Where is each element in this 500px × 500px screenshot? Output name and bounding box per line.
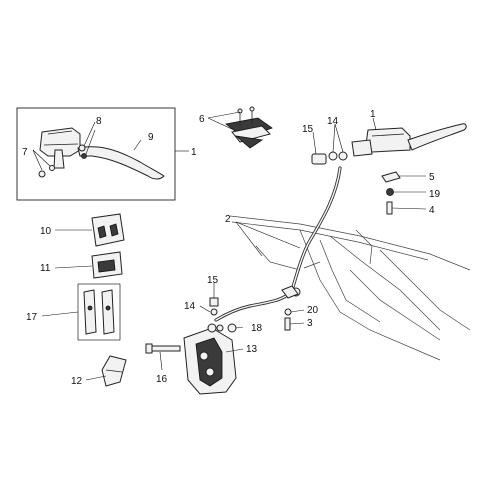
inset-nut (81, 153, 87, 159)
inset-screw (38, 170, 46, 178)
callout-15-bottom: 15 (207, 275, 219, 286)
inset-lever-assembly (16, 107, 176, 201)
callout-4: 4 (429, 205, 435, 216)
caliper-bleed (207, 323, 217, 333)
inset-frame (16, 107, 176, 201)
frame-outline (229, 215, 471, 361)
callout-11: 11 (40, 263, 51, 274)
master-cylinder-reservoir (365, 127, 411, 153)
callout-16: 16 (156, 374, 168, 385)
pad-kit-box (91, 251, 123, 279)
callout-15-top: 15 (302, 124, 314, 135)
switch-screw (386, 201, 393, 215)
callout-14-top: 14 (327, 116, 339, 127)
brake-caliper (183, 323, 237, 395)
front-brake-master-cylinder (311, 123, 467, 165)
inset-brake-lever (77, 146, 165, 180)
callout-19: 19 (429, 189, 441, 200)
callout-7: 7 (22, 147, 28, 158)
callout-20: 20 (307, 305, 319, 316)
inset-clamp (53, 149, 65, 169)
washer-top-b (338, 151, 348, 161)
callout-14-bottom: 14 (184, 301, 196, 312)
pad-spring-kit (91, 213, 125, 247)
washer-18 (227, 323, 237, 333)
callout-1-left: 1 (191, 147, 197, 158)
brake-hose (214, 166, 342, 322)
callout-10: 10 (40, 226, 52, 237)
callout-3: 3 (307, 318, 313, 329)
pad-spring-clip (101, 355, 127, 387)
callout-labels: 1 1 2 3 4 5 6 7 8 9 10 11 12 13 14 14 15… (22, 109, 441, 387)
callout-18: 18 (251, 323, 263, 334)
callout-2: 2 (225, 214, 231, 225)
mirror-bracket-part (225, 106, 273, 149)
master-cylinder-body (351, 139, 373, 157)
inset-master-cylinder (39, 127, 81, 157)
leader-lines (32, 111, 427, 381)
switch-parts (381, 171, 401, 215)
callout-1-right: 1 (370, 109, 376, 120)
callout-13: 13 (246, 344, 258, 355)
callout-8: 8 (96, 116, 102, 127)
washer-20 (284, 308, 292, 316)
switch-bracket (381, 171, 401, 183)
master-cylinder-lever (407, 123, 467, 151)
brake-pads-box (77, 283, 121, 341)
callout-9: 9 (148, 132, 154, 143)
caliper-bolt (149, 345, 181, 352)
switch-nut (386, 188, 394, 196)
callout-12: 12 (71, 376, 83, 387)
banjo-bolt-top (311, 153, 327, 165)
washer-bottom (210, 308, 218, 316)
inset-bolt (78, 144, 86, 152)
callout-17: 17 (26, 312, 38, 323)
banjo-bolt-bottom (209, 297, 219, 307)
callout-6: 6 (199, 114, 205, 125)
screw-3 (284, 317, 291, 331)
washer-top-a (328, 151, 338, 161)
callout-5: 5 (429, 172, 435, 183)
